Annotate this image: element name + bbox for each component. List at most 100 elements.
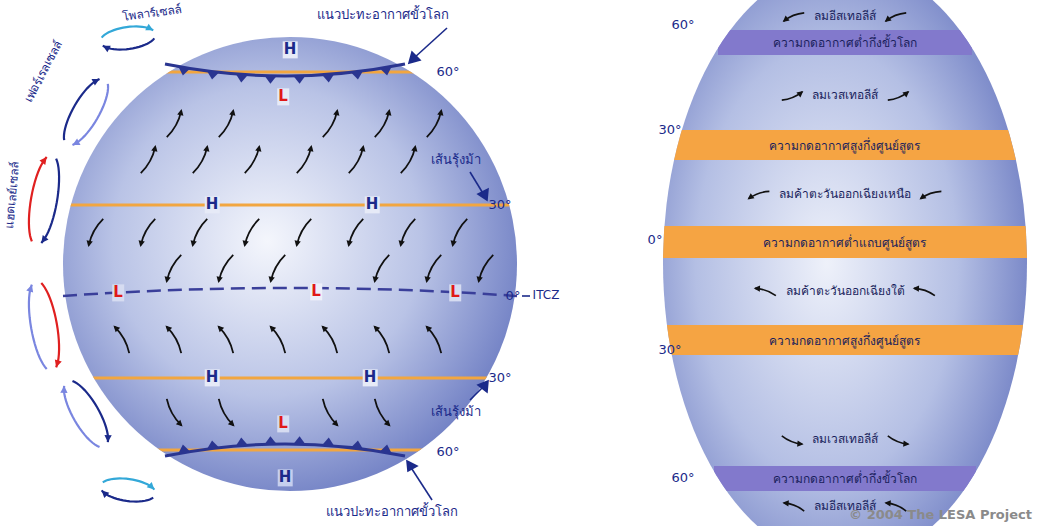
label: H xyxy=(363,369,378,386)
label: ลมอีสเทอลีส์ xyxy=(814,10,876,24)
arrow-head xyxy=(903,440,909,446)
arrow-head xyxy=(797,440,803,446)
label: ลมค้าตะวันออกเฉียงใต้ xyxy=(786,285,905,299)
arrow-head xyxy=(243,240,249,247)
arrow-head xyxy=(373,326,380,333)
label: H xyxy=(205,196,220,213)
label: 30° xyxy=(658,343,681,358)
arrow-head xyxy=(920,193,927,199)
pressure-belt: ความกดอากาศต่ำแถบศูนย์สูตร xyxy=(659,226,1030,258)
arrow-head xyxy=(782,500,788,506)
arrow-head xyxy=(885,16,892,22)
arrow-head xyxy=(26,285,33,293)
globe xyxy=(663,0,1027,526)
arrow-head xyxy=(191,240,197,247)
label: L xyxy=(277,88,289,105)
label: เส้นรุ้งม้า xyxy=(431,405,481,420)
arrow-head xyxy=(139,240,145,247)
pressure-belt: ความกดอากาศสูงกึ่งศูนย์สูตร xyxy=(665,325,1025,355)
label: 60° xyxy=(671,18,694,33)
label: โพลาร์เซลล์ xyxy=(121,3,182,25)
leader-arrows xyxy=(407,28,530,500)
arrow-head xyxy=(229,109,235,116)
label: ITCZ xyxy=(533,289,560,303)
label: 0° xyxy=(506,289,521,304)
label: H xyxy=(278,469,293,486)
arrow-head xyxy=(177,109,183,116)
arrow-head xyxy=(385,109,391,116)
arrow-head xyxy=(147,482,155,490)
label: แนวปะทะอากาศขั้วโลก xyxy=(326,505,458,520)
arrow-head xyxy=(92,79,100,86)
arrow-head xyxy=(176,420,183,427)
belt-name: ความกดอากาศต่ำกึ่งขั้วโลก xyxy=(773,33,917,52)
arrow-head xyxy=(151,145,157,152)
arrow-head xyxy=(39,157,46,165)
arrow-head xyxy=(347,240,353,247)
arrow-head xyxy=(399,240,405,247)
label: H xyxy=(283,41,298,58)
arrow-head xyxy=(437,109,443,116)
arrow-head xyxy=(102,490,110,498)
arrow-head xyxy=(411,145,417,152)
arrow-head xyxy=(359,145,365,152)
arrow-head xyxy=(113,326,120,333)
pressure-belt: ความกดอากาศต่ำกึ่งขั้วโลก xyxy=(718,30,972,55)
arrow-head xyxy=(103,46,111,53)
arrow-head xyxy=(332,420,339,427)
label: 30° xyxy=(658,123,681,138)
arrow-head xyxy=(307,145,313,152)
label: 0° xyxy=(648,233,663,248)
arrow-head xyxy=(373,276,379,283)
arrow-head xyxy=(902,91,909,97)
arrow-head xyxy=(165,276,171,283)
label: 60° xyxy=(436,65,459,80)
arrow-head xyxy=(451,240,457,247)
globe xyxy=(63,37,517,491)
belt-name: ความกดอากาศต่ำแถบศูนย์สูตร xyxy=(763,233,926,252)
belt-name: ความกดอากาศต่ำกึ่งขั้วโลก xyxy=(773,469,917,488)
belt-name: ความกดอากาศสูงกึ่งศูนย์สูตร xyxy=(769,136,920,155)
arrow-head xyxy=(477,276,483,283)
arrow-head xyxy=(783,16,790,22)
arrow-head xyxy=(203,145,209,152)
label: 60° xyxy=(671,471,694,486)
label: H xyxy=(205,369,220,386)
label: ลมเวสเทอลีส์ xyxy=(812,433,878,447)
label: L xyxy=(310,283,322,300)
arrow-head xyxy=(913,285,919,291)
label: ลมค้าตะวันออกเฉียงเหนือ xyxy=(779,188,911,202)
pressure-belt: ความกดอากาศสูงกึ่งศูนย์สูตร xyxy=(674,130,1017,160)
arrow-head xyxy=(748,193,755,199)
arrow-head xyxy=(60,386,67,393)
arrow-head xyxy=(72,138,80,145)
arrow-head xyxy=(384,420,391,427)
arrow-head xyxy=(228,420,235,427)
belt-name: ความกดอากาศสูงกึ่งศูนย์สูตร xyxy=(769,331,920,350)
arrow-head xyxy=(884,500,890,506)
label: H xyxy=(365,196,380,213)
arrow-head xyxy=(295,240,301,247)
arrow-head xyxy=(269,276,275,283)
wind-arrows xyxy=(748,13,942,511)
label: 30° xyxy=(488,371,511,386)
label: 60° xyxy=(436,445,459,460)
arrow-head xyxy=(796,91,803,97)
polar-front xyxy=(165,64,405,456)
arrow-head xyxy=(754,285,760,291)
label: © 2004 The LESA Project xyxy=(849,508,1032,523)
label: แฮดเลย์เซลล์ xyxy=(3,161,23,229)
circulation-cells xyxy=(26,24,154,502)
arrow-head xyxy=(104,435,111,442)
arrow-head xyxy=(41,235,48,243)
label: แนวปะทะอากาศขั้วโลก xyxy=(317,8,449,23)
arrow-head xyxy=(165,326,172,333)
label: L xyxy=(112,284,124,301)
arrow-head xyxy=(217,326,224,333)
surface-winds xyxy=(87,109,494,426)
arrow-head xyxy=(55,359,62,367)
label: L xyxy=(449,284,461,301)
arrow-head xyxy=(333,109,339,116)
